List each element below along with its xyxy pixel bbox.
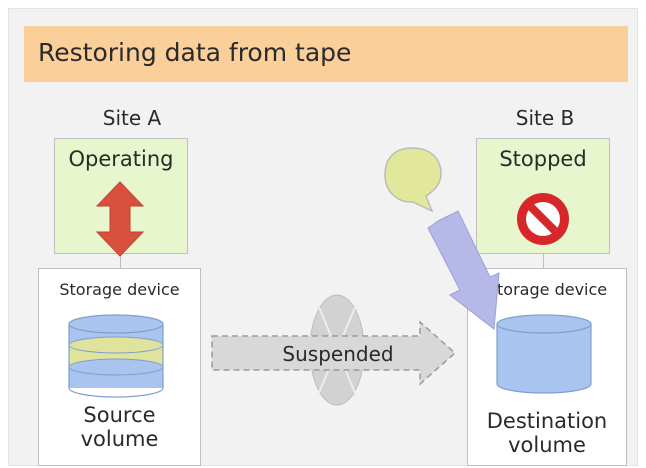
destination-disk-icon	[496, 314, 592, 394]
diagonal-arrow-icon	[427, 210, 500, 330]
diagram-title: Restoring data from tape	[38, 38, 352, 67]
double-arrow-icon	[95, 181, 145, 257]
destination-volume-label-line2: volume	[508, 433, 586, 457]
speech-bubble-icon	[384, 147, 442, 213]
source-volume-label-line1: Source	[83, 403, 156, 427]
site-a-storage-label: Storage device	[59, 280, 180, 299]
site-a-label: Site A	[102, 106, 162, 130]
destination-volume-label-line1: Destination	[486, 409, 608, 433]
site-a-connector	[120, 254, 121, 268]
source-disk-icon	[68, 314, 164, 398]
prohibited-icon	[517, 193, 569, 245]
site-a-storage-box: Storage device Source volume	[38, 268, 201, 466]
site-b-connector	[543, 254, 544, 268]
diagram-header: Restoring data from tape	[24, 26, 628, 82]
site-a-status: Operating	[68, 147, 174, 171]
suspended-label: Suspended	[282, 342, 394, 366]
site-b-status: Stopped	[499, 147, 587, 171]
site-b-label: Site B	[515, 106, 575, 130]
site-b-storage-label: Storage device	[486, 280, 608, 299]
suspended-arrow-icon	[211, 320, 457, 386]
source-volume-label-line2: volume	[80, 427, 159, 451]
